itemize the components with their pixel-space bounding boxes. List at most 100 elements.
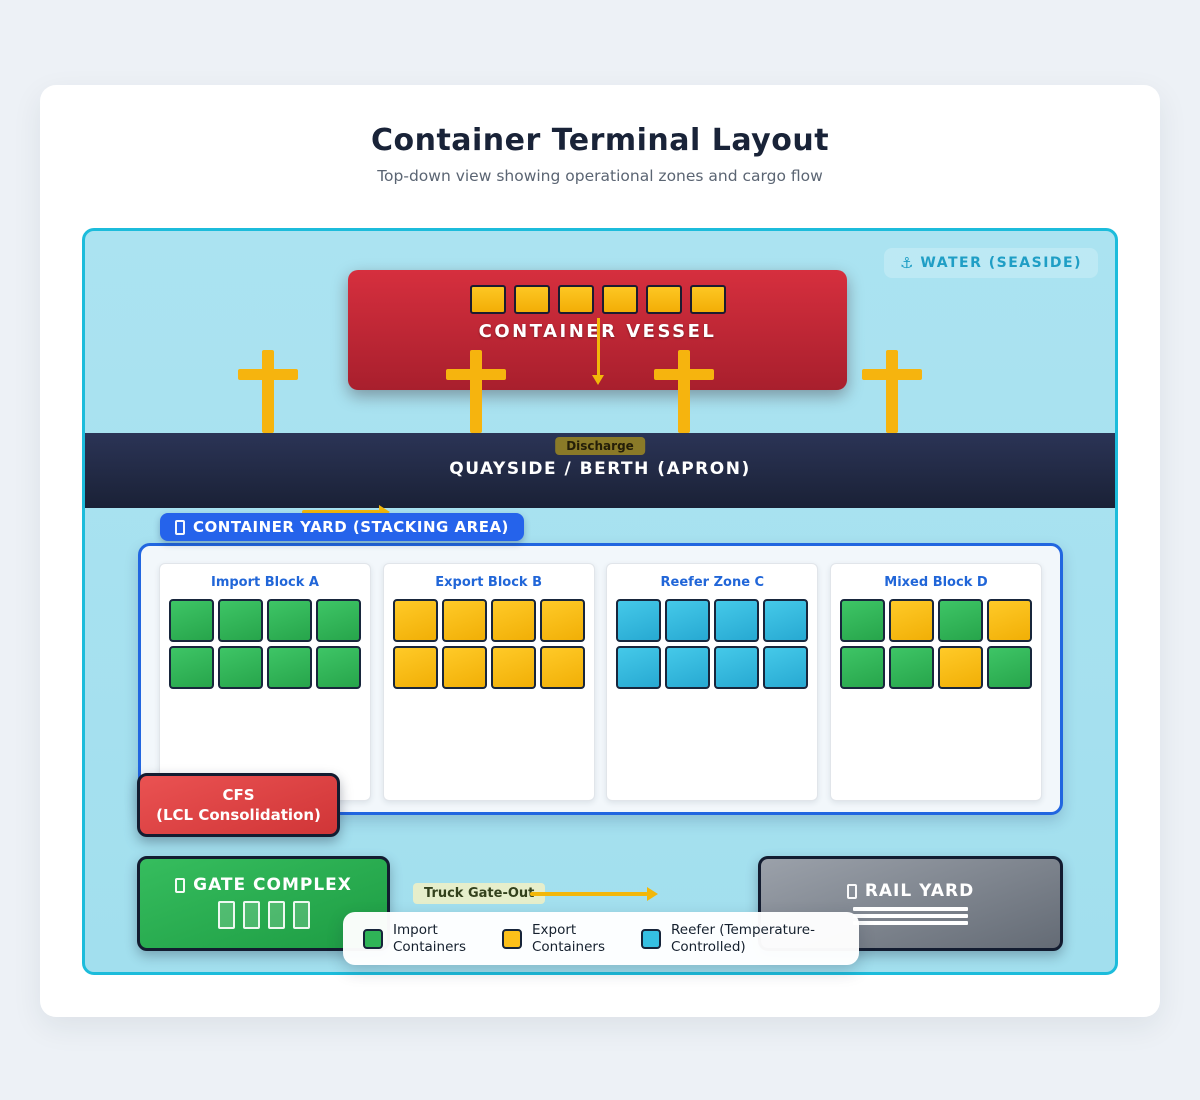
import-container-cell <box>169 646 214 689</box>
rail-track-line <box>853 921 968 925</box>
rail-track-line <box>853 907 968 911</box>
legend-item: Reefer (Temperature-Controlled) <box>641 922 839 956</box>
yard-block-cells <box>607 599 817 689</box>
truck-lane-glyph <box>242 901 260 929</box>
export-container-cell <box>986 599 1032 642</box>
export-container-cell <box>441 646 487 689</box>
export-container-cell <box>490 599 536 642</box>
vessel-deck-container <box>689 285 726 314</box>
gate-complex-label: GATE COMPLEX <box>193 875 352 895</box>
container-yard-panel: Import Block A Export Block B Reefer Zone … <box>138 543 1063 815</box>
discharge-arrow-icon <box>591 318 604 385</box>
import-container-cell <box>218 599 263 642</box>
reefer-container-cell <box>714 599 760 642</box>
container-yard-label: CONTAINER YARD (STACKING AREA) <box>193 518 509 536</box>
import-container-cell <box>169 599 214 642</box>
vessel-deck-container <box>645 285 682 314</box>
package-icon <box>175 519 185 535</box>
page-title: Container Terminal Layout <box>370 123 830 158</box>
water-zone-badge: ⚓ WATER (SEASIDE) <box>883 248 1098 278</box>
legend-item-label: Import Containers <box>393 921 467 955</box>
quay-crane-icon <box>446 350 506 433</box>
export-container-cell <box>441 599 487 642</box>
crane-boom <box>654 369 714 380</box>
rail-track-line <box>853 914 968 918</box>
vessel-deck-container <box>557 285 594 314</box>
import-container-cell <box>986 646 1032 689</box>
gate-truck-lanes <box>140 901 387 929</box>
crane-mast <box>886 350 898 433</box>
quayside-label: QUAYSIDE / BERTH (APRON) <box>449 459 751 479</box>
export-container-cell <box>539 599 585 642</box>
import-container-cell <box>267 646 312 689</box>
rail-yard-label: RAIL YARD <box>864 881 975 901</box>
truck-lane-glyph <box>267 901 285 929</box>
container-yard-badge: CONTAINER YARD (STACKING AREA) <box>160 513 524 541</box>
vessel-deck-container <box>601 285 638 314</box>
quay-crane-icon <box>862 350 922 433</box>
crane-mast <box>470 350 482 433</box>
truck-lane-glyph <box>217 901 235 929</box>
reefer-container-cell <box>714 646 760 689</box>
flow-arrow-to-yard-icon <box>302 505 390 519</box>
legend-item-label: Export Containers <box>532 921 606 955</box>
vessel-containers <box>348 270 847 314</box>
import-container-cell <box>937 599 983 642</box>
export-container-cell <box>490 646 536 689</box>
export-swatch-icon <box>502 928 522 949</box>
export-container-cell <box>392 599 438 642</box>
cfs-box: CFS (LCL Consolidation) <box>137 773 340 837</box>
import-container-cell <box>839 646 885 689</box>
legend-item: Import Containers <box>363 922 471 956</box>
yard-block: Reefer Zone C <box>606 563 819 801</box>
vessel-label: CONTAINER VESSEL <box>478 321 717 342</box>
yard-block-title: Reefer Zone C <box>660 575 765 590</box>
crane-boom <box>238 369 298 380</box>
legend-item: Export Containers <box>502 922 610 956</box>
import-swatch-icon <box>363 928 383 949</box>
import-container-cell <box>267 599 312 642</box>
gate-complex-title: GATE COMPLEX <box>140 875 387 895</box>
anchor-icon: ⚓ <box>899 254 914 272</box>
truck-gate-out-badge: Truck Gate-Out <box>413 883 546 904</box>
yard-block-cells <box>384 599 594 689</box>
import-container-cell <box>316 646 361 689</box>
export-container-cell <box>937 646 983 689</box>
discharge-badge: Discharge <box>555 437 645 455</box>
quay-crane-icon <box>238 350 298 433</box>
yard-block: Mixed Block D <box>829 563 1042 801</box>
crane-mast <box>678 350 690 433</box>
crane-boom <box>446 369 506 380</box>
export-container-cell <box>888 599 934 642</box>
yard-block-cells <box>831 599 1041 689</box>
rail-tracks <box>761 907 1060 925</box>
water-zone-label: WATER (SEASIDE) <box>920 255 1082 271</box>
reefer-swatch-icon <box>641 928 661 949</box>
yard-block-title: Export Block B <box>435 575 543 590</box>
yard-block-title: Import Block A <box>210 575 319 590</box>
reefer-container-cell <box>665 599 711 642</box>
truck-lane-glyph <box>292 901 310 929</box>
yard-block-title: Mixed Block D <box>884 575 988 590</box>
yard-block: Export Block B <box>382 563 595 801</box>
crane-mast <box>262 350 274 433</box>
import-container-cell <box>888 646 934 689</box>
yard-block-cells <box>160 599 370 689</box>
quayside-zone: Discharge QUAYSIDE / BERTH (APRON) <box>85 433 1115 508</box>
import-container-cell <box>218 646 263 689</box>
truck-gate-out-arrow-icon <box>530 887 658 901</box>
export-container-cell <box>539 646 585 689</box>
reefer-container-cell <box>665 646 711 689</box>
rail-yard-title: RAIL YARD <box>761 881 1060 901</box>
vessel-deck-container <box>469 285 506 314</box>
reefer-container-cell <box>763 599 809 642</box>
yard-block: Import Block A <box>159 563 371 801</box>
container-vessel: CONTAINER VESSEL <box>348 270 847 390</box>
import-container-cell <box>316 599 361 642</box>
page-subtitle: Top-down view showing operational zones … <box>377 167 823 185</box>
cfs-subtitle: (LCL Consolidation) <box>156 806 321 824</box>
quay-crane-icon <box>654 350 714 433</box>
import-container-cell <box>839 599 885 642</box>
vessel-deck-container <box>513 285 550 314</box>
reefer-container-cell <box>616 646 662 689</box>
